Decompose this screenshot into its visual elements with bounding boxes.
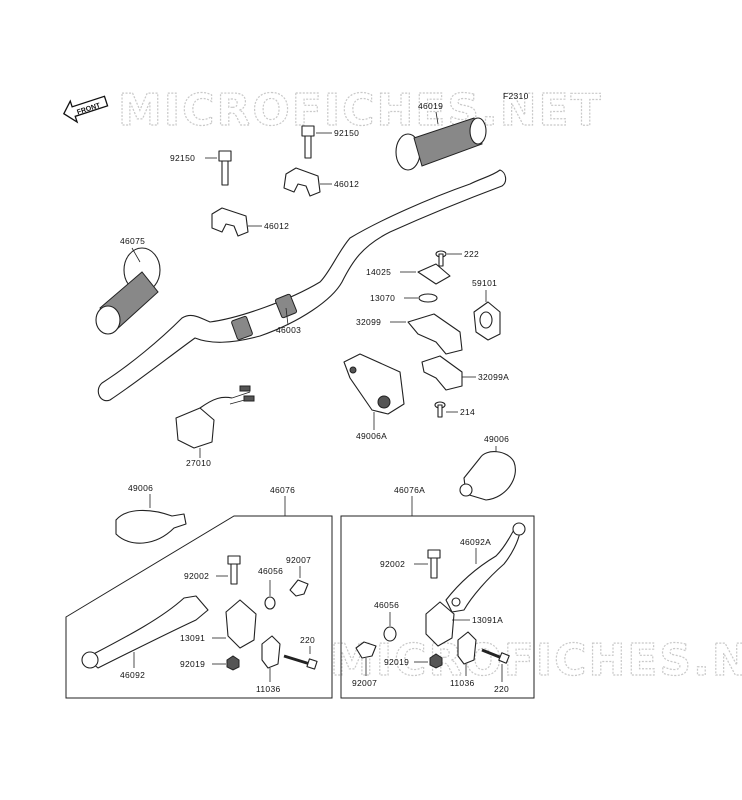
label-46075: 46075 xyxy=(120,236,145,246)
label-92150-left: 92150 xyxy=(170,153,195,163)
label-27010: 27010 xyxy=(186,458,211,468)
label-49006-left: 49006 xyxy=(128,483,153,493)
lever-guard-left xyxy=(115,494,187,544)
label-right-11036: 11036 xyxy=(450,678,475,688)
handlebar xyxy=(97,169,507,402)
label-right-92002: 92002 xyxy=(380,559,405,569)
label-right-46056: 46056 xyxy=(374,600,399,610)
label-46076: 46076 xyxy=(270,485,295,495)
figure-code: F2310 xyxy=(503,91,529,101)
label-left-92007: 92007 xyxy=(286,555,311,565)
label-46012-upper: 46012 xyxy=(334,179,359,189)
label-92150-right: 92150 xyxy=(334,128,359,138)
right-lever-assembly xyxy=(340,496,535,699)
label-right-92019: 92019 xyxy=(384,657,409,667)
label-49006A: 49006A xyxy=(356,431,387,441)
label-32099A: 32099A xyxy=(478,372,509,382)
label-46003: 46003 xyxy=(276,325,301,335)
label-right-220: 220 xyxy=(494,684,509,694)
left-lever-assembly xyxy=(65,496,333,699)
plate-14025 xyxy=(400,263,451,285)
ring-13070 xyxy=(404,293,438,303)
label-214: 214 xyxy=(460,407,475,417)
label-13070: 13070 xyxy=(370,293,395,303)
label-left-92002: 92002 xyxy=(184,571,209,581)
label-right-92007: 92007 xyxy=(352,678,377,688)
screw-222 xyxy=(435,250,462,267)
front-arrow-icon: FRONT xyxy=(63,95,109,124)
watermark-bottom: MICROFICHES.NET xyxy=(330,635,742,686)
bolt-92150-left xyxy=(205,150,232,186)
label-left-13091: 13091 xyxy=(180,633,205,643)
label-left-46056: 46056 xyxy=(258,566,283,576)
clamp-46012-upper xyxy=(283,167,332,197)
label-222: 222 xyxy=(464,249,479,259)
label-46019: 46019 xyxy=(418,101,443,111)
label-32099: 32099 xyxy=(356,317,381,327)
label-right-46092A: 46092A xyxy=(460,537,491,547)
label-left-46092: 46092 xyxy=(120,670,145,680)
label-46012-lower: 46012 xyxy=(264,221,289,231)
label-left-220: 220 xyxy=(300,635,315,645)
label-14025: 14025 xyxy=(366,267,391,277)
bolt-92150-right xyxy=(301,125,332,159)
case-32099A xyxy=(421,355,476,391)
lever-guard-right xyxy=(459,446,516,501)
kill-switch xyxy=(175,385,255,458)
watermark-top: MICROFICHES.NET xyxy=(118,85,603,136)
right-grip xyxy=(395,111,487,171)
label-left-11036: 11036 xyxy=(256,684,281,694)
label-49006-right: 49006 xyxy=(484,434,509,444)
label-right-13091A: 13091A xyxy=(472,615,503,625)
clamp-46012-lower xyxy=(211,207,262,237)
cover-49006A xyxy=(343,353,405,430)
case-32099 xyxy=(390,313,463,355)
screw-214 xyxy=(434,401,458,418)
label-46076A: 46076A xyxy=(394,485,425,495)
housing-59101 xyxy=(473,290,501,341)
label-left-92019: 92019 xyxy=(180,659,205,669)
left-grip xyxy=(95,247,161,335)
label-59101: 59101 xyxy=(472,278,497,288)
